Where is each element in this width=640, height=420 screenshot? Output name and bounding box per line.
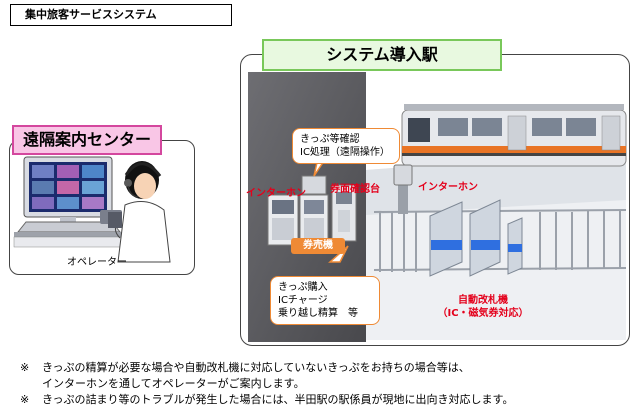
callout-ticket-check: きっぷ等確認 IC処理（遠隔操作） xyxy=(292,128,400,164)
note-text: きっぷの詰まり等のトラブルが発生した場合には、半田駅の駅係員が現地に出向き対応し… xyxy=(42,393,514,406)
callout-line: きっぷ等確認 xyxy=(300,134,360,145)
ticket-machine-label: 券売機 xyxy=(291,238,345,254)
note-mark: ※ xyxy=(20,361,30,374)
ticket-check-stand-label: 券面確認台 xyxy=(330,184,380,195)
operator-label: オペレーター xyxy=(67,257,127,268)
auto-gate-line: （IC・磁気券対応） xyxy=(437,308,529,319)
note-mark: ※ xyxy=(20,393,30,406)
remote-center-title: 遠隔案内センター xyxy=(12,125,162,155)
station-title: システム導入駅 xyxy=(262,39,502,71)
page-title: 集中旅客サービスシステム xyxy=(10,4,232,26)
intercom-label-right: インターホン xyxy=(418,182,478,193)
note-text: きっぷの精算が必要な場合や自動改札機に対応していないきっぷをお持ちの場合等は、 xyxy=(42,361,470,374)
note-item: ※ きっぷの精算が必要な場合や自動改札機に対応していないきっぷをお持ちの場合等は… xyxy=(20,360,630,376)
notes: ※ きっぷの精算が必要な場合や自動改札機に対応していないきっぷをお持ちの場合等は… xyxy=(20,360,630,408)
auto-gate-line: 自動改札機 xyxy=(458,295,508,306)
callout-line: 乗り越し精算 等 xyxy=(278,308,358,319)
intercom-label-left: インターホン xyxy=(246,188,306,199)
callout-line: ICチャージ xyxy=(278,295,328,306)
callout-line: きっぷ購入 xyxy=(278,282,328,293)
auto-gate-label: 自動改札機 （IC・磁気券対応） xyxy=(418,294,548,320)
callout-ticket-purchase: きっぷ購入 ICチャージ 乗り越し精算 等 xyxy=(270,276,380,325)
note-text: インターホンを通してオペレーターがご案内します。 xyxy=(42,377,305,390)
callout-line: IC処理（遠隔操作） xyxy=(300,147,390,158)
note-item: ※ きっぷの詰まり等のトラブルが発生した場合には、半田駅の駅係員が現地に出向き対… xyxy=(20,392,630,408)
